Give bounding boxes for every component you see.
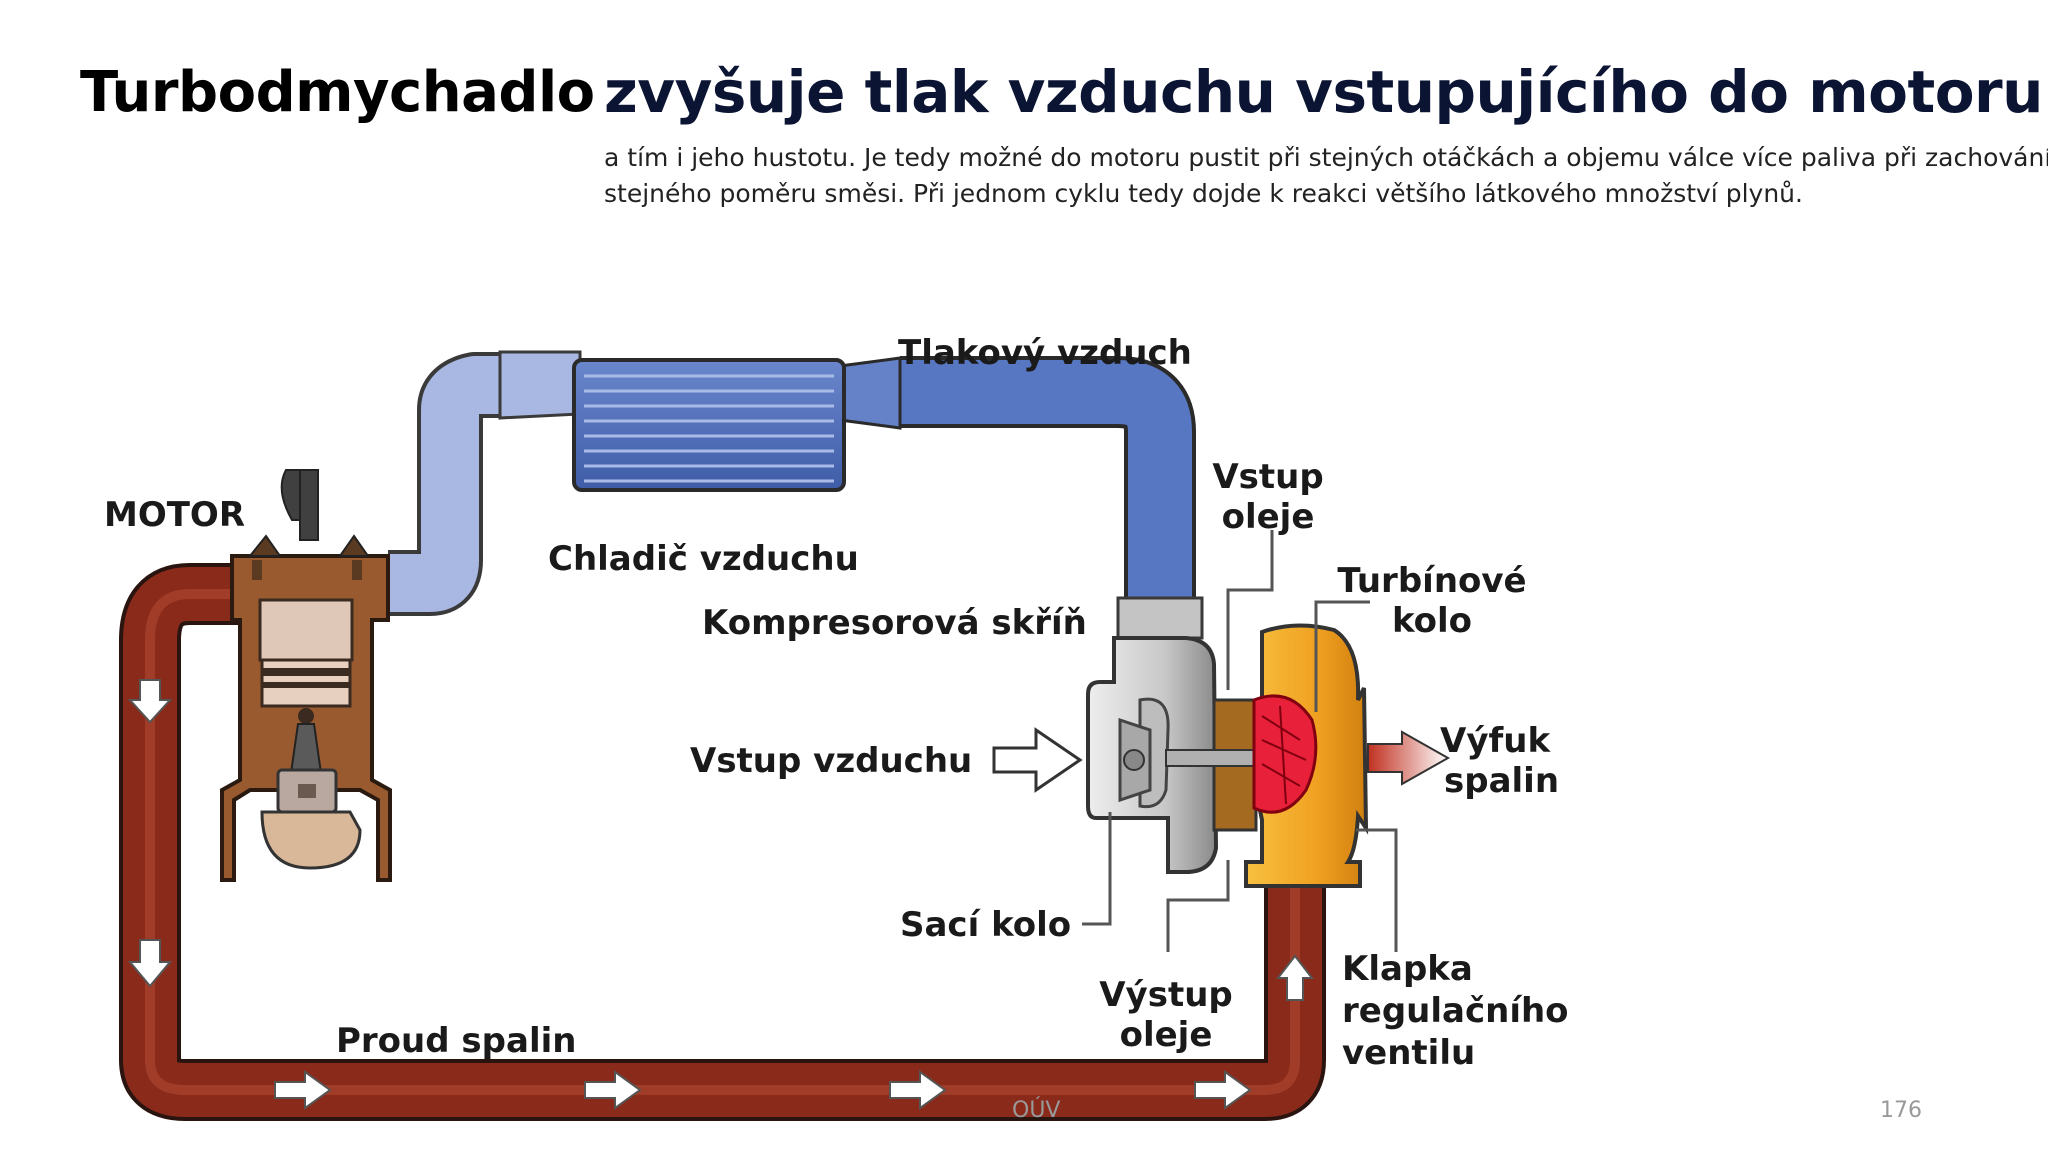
label-tlakovy-vzduch: Tlakový vzduch [898,333,1192,373]
compressor-housing [1086,636,1219,874]
label-vstup-vzduchu: Vstup vzduchu [690,741,972,781]
label-turbinove-kolo-line1: Turbínové [1337,561,1526,601]
label-chladic-vzduchu: Chladič vzduchu [548,539,859,579]
label-vyfuk-spalin-line1: Výfuk [1440,721,1551,761]
flow-arrow-right-2 [584,1070,642,1110]
label-klapka-line1: Klapka [1342,949,1473,989]
leader-lines [1082,530,1398,952]
flow-arrow-down-1 [127,679,173,724]
intercooler [572,358,846,492]
label-klapka-line2: regulačního [1342,991,1569,1031]
intake-pipe [388,350,1204,640]
slide-title-left: Turbodmychadlo [80,60,595,125]
label-motor: MOTOR [104,495,245,535]
slide-title-right: zvyšuje tlak vzduchu vstupujícího do mot… [604,58,2043,126]
intro-paragraph: a tím i jeho hustotu. Je tedy možné do m… [604,140,2048,212]
label-proud-spalin: Proud spalin [336,1021,576,1061]
air-inlet-arrow [992,727,1083,793]
label-kompresorova-skrin: Kompresorová skříň [702,603,1087,643]
flow-arrow-right-1 [274,1070,332,1110]
flow-arrow-right-4 [1194,1070,1252,1110]
exhaust-out-arrow [1367,730,1451,786]
engine-cylinder [220,469,392,882]
label-vstup-oleje-line1: Vstup [1212,457,1323,497]
turbine-housing [1244,623,1369,888]
flow-arrow-up [1275,954,1315,1001]
label-vystup-oleje-line1: Výstup [1099,975,1233,1015]
exhaust-pipe [119,563,1326,1121]
label-vyfuk-spalin-line2: spalin [1444,761,1559,801]
page-number: 176 [1880,1098,1922,1123]
paragraph-line-2: stejného poměru směsi. Při jednom cyklu … [604,179,1803,208]
flow-arrow-right-3 [889,1070,947,1110]
label-vstup-oleje-line2: oleje [1222,497,1315,537]
label-vystup-oleje-line2: oleje [1120,1015,1213,1055]
label-saci-kolo: Sací kolo [900,905,1071,945]
flow-arrow-down-2 [127,939,173,988]
footer-center: OÚV [1012,1098,1061,1123]
label-turbinove-kolo-line2: kolo [1392,601,1472,641]
label-klapka-line3: ventilu [1342,1033,1475,1073]
paragraph-line-1: a tím i jeho hustotu. Je tedy možné do m… [604,143,2048,172]
